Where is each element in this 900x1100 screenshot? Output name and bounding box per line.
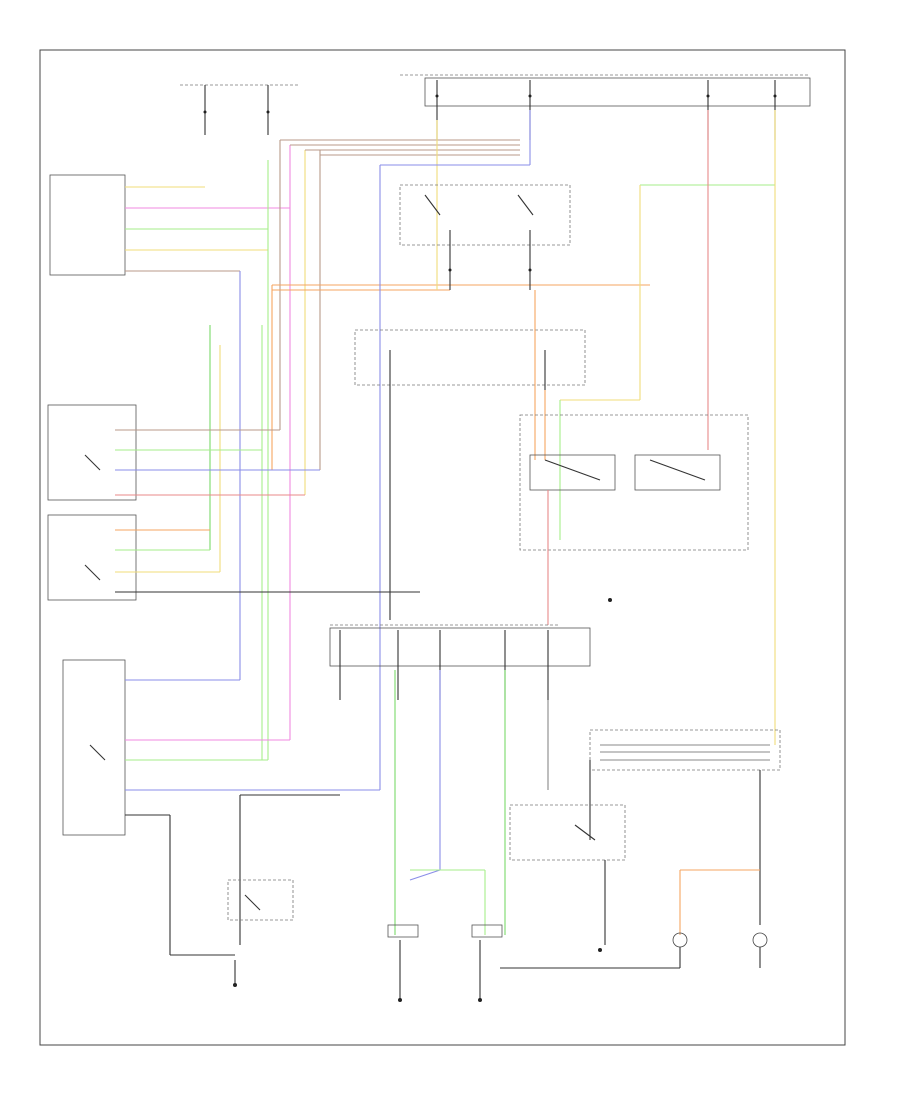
upper-horizontal-bundle (272, 110, 650, 790)
relay-bottom-left (227, 879, 294, 921)
connectors-bottom (387, 924, 503, 938)
switch-block-lower (47, 514, 420, 601)
relay-box-middle (354, 290, 586, 620)
ground-symbols (233, 598, 612, 1002)
fuse-panel-top-right (400, 74, 811, 140)
switch-block-upper (47, 404, 320, 501)
switch-block-bottom-left (62, 659, 380, 956)
fuse-panel-middle (329, 624, 591, 700)
relay-box-upper (399, 184, 571, 290)
actuator-box-right (634, 454, 721, 491)
lower-middle-wires (239, 670, 549, 945)
fuse-panel-top-left (180, 84, 300, 135)
switch-lower-right (509, 804, 626, 945)
actuator-group-frame (519, 414, 749, 551)
diagram-frame (39, 49, 846, 1046)
connector-block-upper-left (49, 174, 290, 276)
right-lower-harness (589, 729, 781, 935)
right-side-wires (559, 110, 776, 745)
left-vertical-trunks (209, 140, 321, 760)
actuator-box-left (529, 454, 616, 491)
lamp-left (672, 932, 688, 968)
lamp-right (752, 932, 768, 968)
